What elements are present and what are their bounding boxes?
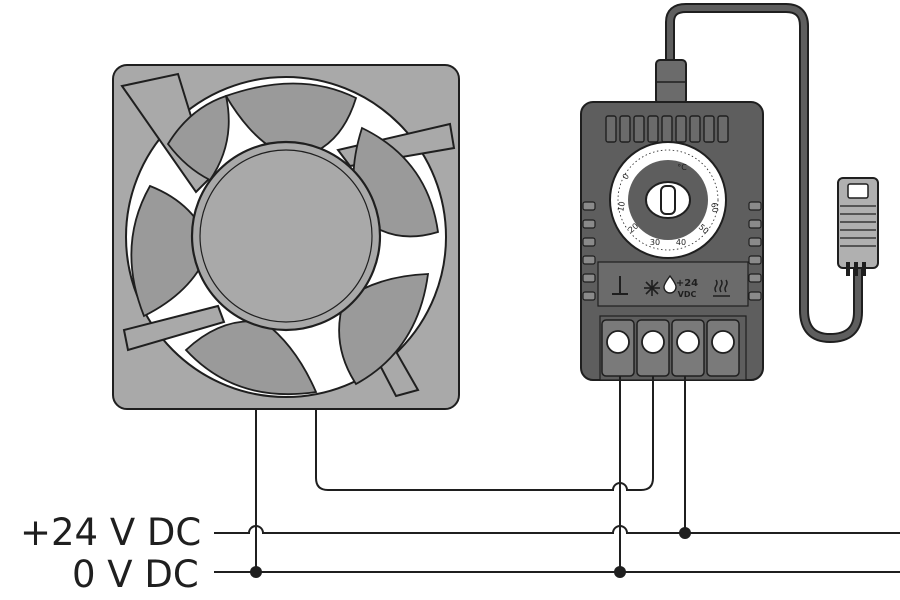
- sensor-cable: [665, 3, 863, 344]
- terminal-1[interactable]: [601, 319, 635, 377]
- dial-mark-30: 30: [650, 238, 660, 247]
- ground-symbol-icon: [612, 276, 628, 295]
- terminal-4[interactable]: [706, 319, 740, 377]
- supply-unit-label: VDC: [678, 290, 697, 299]
- terminal-2[interactable]: [636, 319, 670, 377]
- junction-terminal3-24v: [679, 527, 691, 539]
- controller-vent-fins: [605, 115, 729, 143]
- junction-fan-0v: [250, 566, 262, 578]
- cable-gland: [655, 59, 687, 105]
- temperature-sensor: [837, 177, 879, 276]
- wiring: [214, 376, 900, 573]
- heater-icon: [713, 279, 730, 297]
- temperature-dial[interactable]: 0 10 20 30 40 50 60 °C: [609, 141, 727, 259]
- fan-unit: [112, 64, 460, 410]
- junction-dots: [250, 527, 691, 578]
- dial-mark-10: 10: [616, 201, 627, 213]
- fan-blades: [130, 82, 439, 396]
- junction-terminal1-0v: [614, 566, 626, 578]
- controller-side-ridges: [582, 201, 762, 301]
- rail-positive: [214, 525, 900, 534]
- positive-rail-label: +24 V DC: [20, 511, 202, 554]
- dial-mark-0: 0: [621, 172, 631, 181]
- dial-mark-60: 60: [709, 202, 720, 214]
- snowflake-icon: [644, 280, 660, 296]
- fan-hub-inner: [199, 149, 373, 323]
- thermometer-drop-icon: [663, 274, 677, 294]
- negative-rail-label: 0 V DC: [72, 553, 199, 596]
- thermostat-controller: 0 10 20 30 40 50 60 °C +24 VDC: [580, 101, 764, 381]
- terminal-3[interactable]: [671, 319, 705, 377]
- terminal-block: [599, 315, 747, 381]
- supply-voltage-label: +24: [676, 278, 698, 289]
- dial-unit-label: °C: [677, 163, 687, 172]
- dial-mark-40: 40: [676, 238, 686, 247]
